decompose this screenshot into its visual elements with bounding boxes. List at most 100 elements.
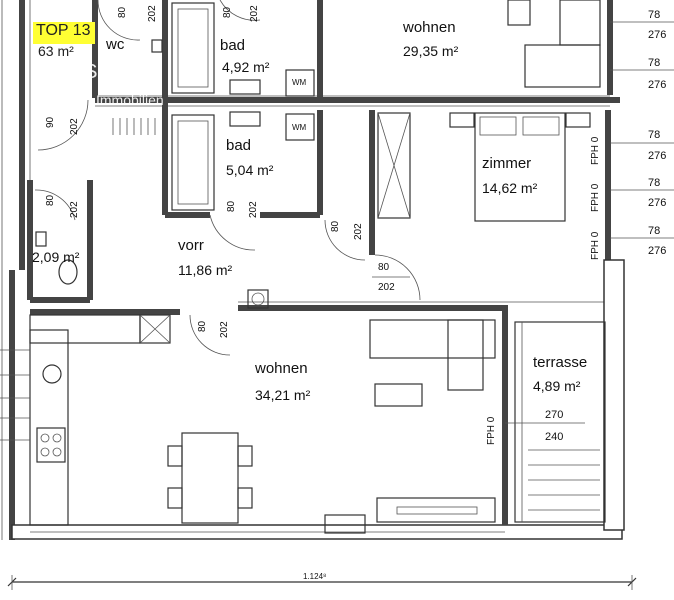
wall-circle: [52, 433, 62, 443]
room-label-wohnen-top: wohnen: [402, 19, 456, 36]
terrasse-hatch: [528, 449, 600, 511]
tv-console: [376, 497, 496, 523]
win-w-2: 78: [648, 57, 660, 69]
bathtub-upper: [171, 2, 215, 94]
room-label-vorr: vorr: [178, 237, 204, 254]
win-h-2: 276: [648, 79, 666, 91]
room-area-wohnen: 34,21 m²: [255, 387, 311, 403]
win-h-1: 276: [648, 29, 666, 41]
sofa-top-arm: [559, 0, 601, 46]
door-arc-vorr: [324, 219, 366, 261]
room-label-wc: wc: [105, 36, 125, 53]
door-w-5: 80: [226, 200, 237, 212]
wall-circle: [251, 292, 265, 306]
room-area-wohnen-top: 29,35 m²: [403, 43, 459, 59]
terrasse-outline: [514, 321, 606, 523]
door-w-8: 80: [197, 320, 208, 332]
fph-1: FPH 0: [590, 136, 601, 165]
room-label-bad2: bad: [226, 137, 251, 154]
coffee-table: [374, 383, 423, 407]
washer-upper: [285, 69, 315, 97]
washbasin-upper: [229, 79, 261, 95]
room-area-terrasse: 4,89 m²: [533, 378, 581, 394]
top-label: TOP 13: [36, 22, 91, 39]
room-area-wc2: 2,09 m²: [32, 249, 80, 265]
door-arc-top2: [219, 0, 261, 21]
wc-toilet-upper: [151, 39, 163, 53]
win-h-3: 276: [648, 150, 666, 162]
shaft-circle-box: [247, 289, 269, 309]
kitchen-shaft: [139, 314, 171, 344]
wall-circle: [40, 447, 50, 457]
overall-dimension-label: 1.124⁸: [303, 572, 326, 581]
room-label-terrasse: terrasse: [533, 354, 587, 371]
wardrobe: [377, 112, 411, 219]
watermark-logo: ARES: [40, 61, 99, 83]
win-w-4: 78: [648, 177, 660, 189]
door-w-1: 80: [117, 6, 128, 18]
room-label-wohnen: wohnen: [254, 360, 308, 377]
pillow-left: [479, 116, 517, 136]
washer-lower: [285, 113, 315, 141]
washbasin-lower: [229, 111, 261, 127]
wall-circle: [40, 433, 50, 443]
right-windows: [610, 21, 674, 239]
door-w-4: 80: [45, 194, 56, 206]
sofa-top: [524, 44, 601, 88]
terrasse-w: 270: [545, 409, 563, 421]
door-h-5: 202: [248, 201, 259, 218]
top-area: 63 m²: [38, 43, 74, 59]
chair-4: [237, 487, 253, 509]
bathtub-lower: [171, 114, 215, 211]
chair-top: [507, 0, 531, 26]
door-arc-bad: [209, 214, 256, 251]
door-h-7: 202: [378, 282, 395, 293]
nightstand-right: [565, 112, 591, 128]
door-arc-zimmer: [374, 254, 421, 301]
sofa: [369, 319, 496, 359]
door-arc-wohnen: [189, 314, 231, 356]
door-h-4: 202: [69, 201, 80, 218]
fph-3: FPH 0: [590, 231, 601, 260]
door-w-7: 80: [378, 262, 390, 273]
wall-line: [377, 112, 411, 219]
wc-basin-icon: [35, 231, 47, 247]
wall-line: [139, 314, 171, 344]
wall-rect: [177, 8, 209, 88]
door-h-6: 202: [353, 223, 364, 240]
room-area-vorr: 11,86 m²: [178, 262, 233, 278]
radiator-left: [112, 118, 156, 135]
win-w-3: 78: [648, 129, 660, 141]
wall-rect: [396, 506, 478, 515]
bed: [474, 112, 566, 222]
room-area-bad2: 5,04 m²: [226, 162, 274, 178]
wall-right-lower: [603, 259, 625, 531]
chair-1: [167, 445, 183, 467]
terrasse-h: 240: [545, 431, 563, 443]
wall-rect: [177, 120, 209, 205]
sink-icon: [42, 364, 62, 384]
room-area-zimmer: 14,62 m²: [482, 180, 538, 196]
top-badge: [33, 22, 95, 44]
win-h-5: 276: [648, 245, 666, 257]
toilet-icon: [58, 259, 78, 285]
sofa-chaise: [447, 319, 484, 391]
wm-label-2: WM: [292, 123, 307, 132]
door-h-3: 202: [69, 118, 80, 135]
room-label-zimmer: zimmer: [482, 155, 531, 172]
fph-2: FPH 0: [590, 183, 601, 212]
radiator: [324, 514, 366, 534]
door-w-3: 90: [45, 116, 56, 128]
win-w-5: 78: [648, 225, 660, 237]
watermark-subtitle: Immobilien: [96, 92, 164, 108]
kitchen-counter-top: [29, 314, 141, 344]
room-area-bad1: 4,92 m²: [222, 59, 270, 75]
door-arc-wc: [37, 99, 89, 151]
wm-label-1: WM: [292, 78, 307, 87]
door-arc-wc2: [34, 189, 76, 221]
door-w-6: 80: [330, 220, 341, 232]
door-h-8: 202: [219, 321, 230, 338]
chair-2: [167, 487, 183, 509]
room-label-bad1: bad: [220, 37, 245, 54]
